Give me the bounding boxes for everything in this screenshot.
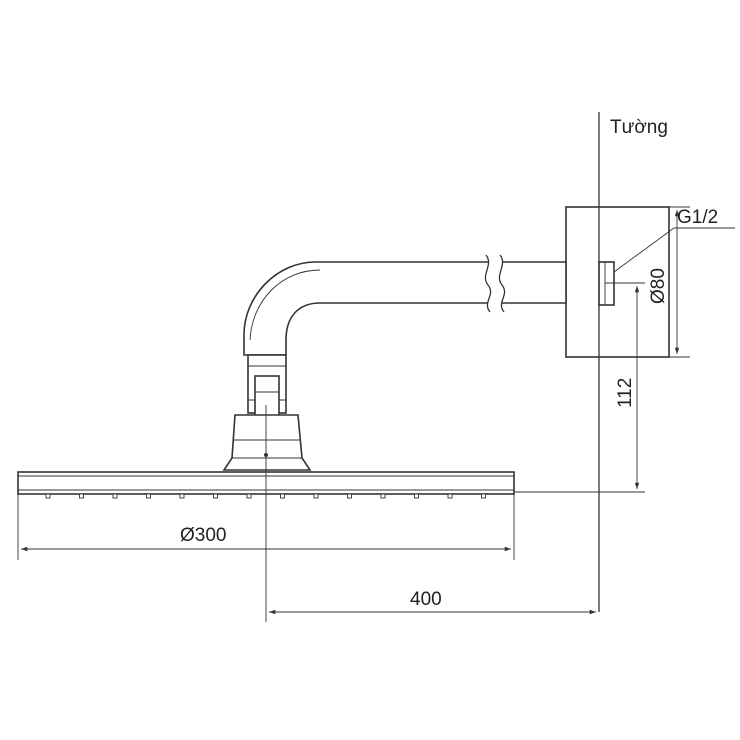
flange-diameter-label: Ø80	[648, 268, 669, 304]
nozzle-row	[45, 493, 486, 499]
arm-reach-label: 400	[410, 589, 442, 610]
nozzle	[112, 493, 118, 499]
nozzle	[246, 493, 252, 499]
shower-arm	[243, 254, 567, 356]
thread-leader	[613, 227, 675, 273]
nozzle	[380, 493, 386, 499]
nozzle	[146, 493, 151, 499]
drop-height-label: 112	[615, 378, 636, 408]
nozzle	[79, 493, 84, 499]
nozzle	[280, 493, 285, 499]
nozzle	[481, 493, 486, 499]
nozzle	[179, 493, 185, 499]
nozzle	[45, 493, 51, 499]
nozzle	[213, 493, 218, 499]
nozzle	[414, 493, 419, 499]
nozzle	[447, 493, 453, 499]
thread-label: G1/2	[677, 207, 718, 228]
nozzle	[347, 493, 352, 499]
wall-flange	[565, 206, 670, 358]
head-diameter-label: Ø300	[180, 525, 226, 546]
thread-connector	[598, 261, 615, 306]
nozzle	[313, 493, 319, 499]
wall-label: Tường	[610, 117, 668, 138]
shower-head-body	[222, 414, 312, 471]
